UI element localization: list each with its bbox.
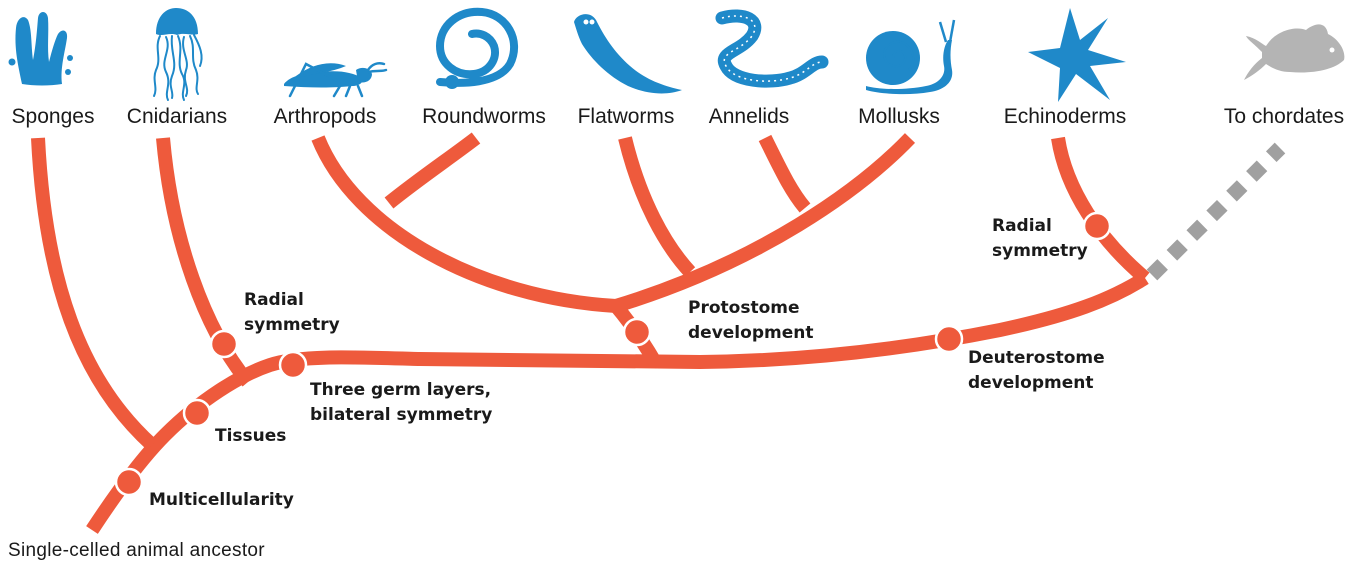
protostome-label: Protostome development [688, 298, 813, 343]
arthropods-label: Arthropods [274, 105, 377, 128]
deuterostome-marker [936, 326, 962, 352]
snail-icon [866, 20, 954, 94]
deuterostome-line2: development [968, 373, 1093, 393]
fish-icon [1244, 24, 1344, 80]
flatworm-icon [574, 14, 682, 93]
ecdysozoa-branch [318, 138, 616, 306]
radial-cnidarian-line1: Radial [244, 290, 304, 310]
three-germ-layers-label: Three germ layers, bilateral symmetry [310, 380, 497, 425]
roundworms-label: Roundworms [422, 105, 546, 128]
roundworm-icon [440, 12, 514, 89]
grasshopper-icon [284, 63, 386, 96]
multicellularity-marker [116, 469, 142, 495]
three-germ-line2: bilateral symmetry [310, 405, 492, 425]
three-germ-line1: Three germ layers, [310, 380, 491, 400]
mollusks-label: Mollusks [858, 105, 940, 128]
organism-icons [9, 8, 1345, 102]
multicellularity-text: Multicellularity [149, 490, 294, 510]
jellyfish-icon [154, 8, 202, 100]
sponges-label: Sponges [12, 105, 95, 128]
protostome-line1: Protostome [688, 298, 800, 318]
multicellularity-label: Multicellularity [149, 490, 294, 510]
cnidarians-label: Cnidarians [127, 105, 227, 128]
deuterostome-line1: Deuterostome [968, 348, 1105, 368]
tissues-text: Tissues [215, 426, 286, 446]
radial-symmetry-echinoderm-label: Radial symmetry [992, 216, 1088, 261]
trait-markers [116, 213, 1110, 495]
annelids-branch [765, 138, 805, 208]
root-label: Single-celled animal ancestor [8, 540, 265, 561]
radial-echinoderm-line2: symmetry [992, 241, 1088, 261]
protostome-marker [624, 319, 650, 345]
radial-symmetry-cnidarian-marker [211, 331, 237, 357]
starfish-icon [1028, 8, 1126, 102]
annelids-label: Annelids [709, 105, 790, 128]
echinoderms-label: Echinoderms [1004, 105, 1127, 128]
to-chordates-label: To chordates [1224, 105, 1344, 128]
deuterostome-label: Deuterostome development [968, 348, 1111, 393]
sponge-icon [9, 12, 74, 86]
radial-symmetry-echinoderm-marker [1084, 213, 1110, 239]
radial-cnidarian-line2: symmetry [244, 315, 340, 335]
tissues-label: Tissues [215, 426, 286, 446]
annelid-icon [722, 16, 822, 81]
flatworms-branch [625, 138, 690, 272]
sponges-branch [38, 138, 152, 445]
three-germ-layers-marker [280, 352, 306, 378]
radial-echinoderm-line1: Radial [992, 216, 1052, 236]
taxon-labels: Sponges Cnidarians Arthropods Roundworms… [12, 105, 1345, 128]
radial-symmetry-cnidarian-label: Radial symmetry [244, 290, 340, 335]
protostome-line2: development [688, 323, 813, 343]
flatworms-label: Flatworms [578, 105, 675, 128]
chordates-branch [1152, 148, 1280, 275]
roundworms-branch [389, 138, 476, 203]
tissues-marker [184, 400, 210, 426]
